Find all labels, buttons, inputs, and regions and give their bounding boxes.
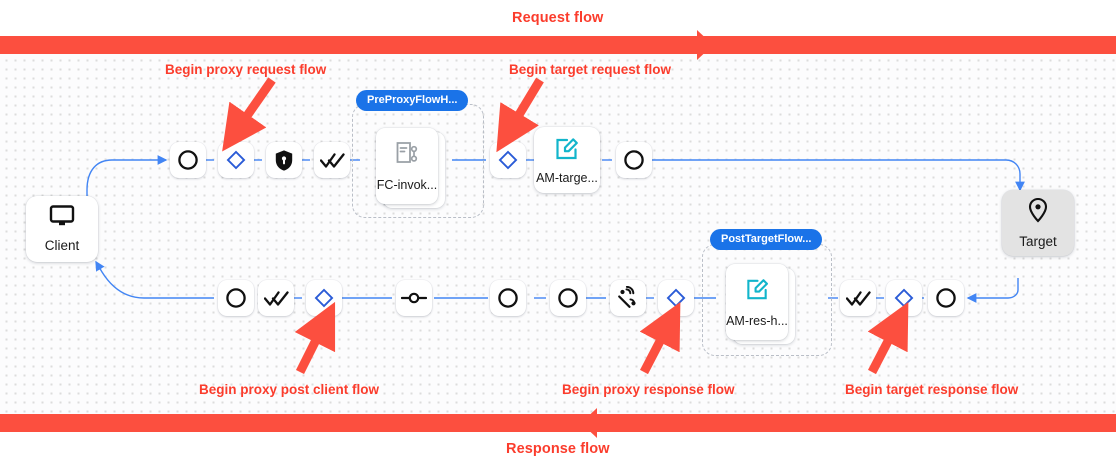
node-request-checks[interactable] xyxy=(314,142,350,178)
node-request-end[interactable] xyxy=(616,142,652,178)
flow-callout-icon xyxy=(394,140,420,171)
target-endpoint-node[interactable]: Target xyxy=(1002,190,1074,256)
dot-grid-background xyxy=(0,54,1116,414)
diamond-icon xyxy=(226,150,246,170)
annotation-begin-target-response-flow: Begin target response flow xyxy=(845,382,1019,397)
node-begin-target-request-flow[interactable] xyxy=(490,142,526,178)
shield-lock-icon xyxy=(274,149,294,172)
node-security[interactable] xyxy=(266,142,302,178)
diamond-icon xyxy=(666,288,686,308)
annotation-begin-proxy-request-flow: Begin proxy request flow xyxy=(165,62,327,77)
client-endpoint-label: Client xyxy=(44,238,80,254)
response-flow-arrow-icon xyxy=(581,408,597,438)
node-begin-target-response-flow[interactable] xyxy=(886,280,922,316)
node-response-mid-a[interactable] xyxy=(490,280,526,316)
request-flow-arrow-icon xyxy=(697,30,713,60)
double-check-icon xyxy=(319,152,345,169)
request-flow-bar xyxy=(0,36,1116,54)
annotation-begin-target-request-flow: Begin target request flow xyxy=(509,62,672,77)
circle-icon xyxy=(177,149,199,171)
edit-square-icon xyxy=(745,277,770,307)
node-begin-proxy-post-client-flow[interactable] xyxy=(306,280,342,316)
circle-icon xyxy=(497,287,519,309)
node-begin-proxy-request-flow[interactable] xyxy=(218,142,254,178)
policy-card-front-layer[interactable]: AM-res-h... xyxy=(726,264,788,340)
policy-card-fc-invoke[interactable]: FC-invok... xyxy=(376,128,445,208)
diamond-icon xyxy=(498,150,518,170)
target-endpoint-label: Target xyxy=(1019,234,1057,250)
inline-node-icon xyxy=(401,291,427,305)
node-response-inline-marker[interactable] xyxy=(396,280,432,316)
circle-icon xyxy=(225,287,247,309)
double-check-icon xyxy=(263,290,289,307)
monitor-icon xyxy=(49,205,75,232)
node-begin-proxy-response-flow[interactable] xyxy=(658,280,694,316)
diamond-icon xyxy=(894,288,914,308)
circle-icon xyxy=(935,287,957,309)
node-request-start[interactable] xyxy=(170,142,206,178)
diamond-icon xyxy=(314,288,334,308)
policy-node-am-target-label: AM-targe... xyxy=(536,170,598,185)
edit-square-icon xyxy=(554,136,580,167)
policy-card-am-res-h-label: AM-res-h... xyxy=(726,313,788,328)
node-response-post-client-checks[interactable] xyxy=(258,280,294,316)
circle-icon xyxy=(623,149,645,171)
node-response-target-start[interactable] xyxy=(928,280,964,316)
location-pin-icon xyxy=(1027,197,1049,228)
policy-card-front-layer[interactable]: FC-invok... xyxy=(376,128,438,204)
circle-icon xyxy=(557,287,579,309)
double-check-icon xyxy=(845,290,871,307)
policy-card-am-res-h[interactable]: AM-res-h... xyxy=(726,264,795,344)
group-posttarget-flow-pill[interactable]: PostTargetFlow... xyxy=(710,229,823,250)
node-response-target-checks[interactable] xyxy=(840,280,876,316)
response-flow-bar xyxy=(0,414,1116,432)
policy-card-fc-invoke-label: FC-invok... xyxy=(376,178,438,193)
node-response-broadcast[interactable] xyxy=(610,280,646,316)
broadcast-icon xyxy=(616,286,640,310)
node-response-mid-b[interactable] xyxy=(550,280,586,316)
request-flow-label: Request flow xyxy=(512,10,604,26)
client-endpoint-node[interactable]: Client xyxy=(26,196,98,262)
annotation-begin-proxy-response-flow: Begin proxy response flow xyxy=(562,382,735,397)
response-flow-label: Response flow xyxy=(506,441,610,457)
policy-node-am-target[interactable]: AM-targe... xyxy=(534,127,600,193)
group-preproxy-flow-pill[interactable]: PreProxyFlowH... xyxy=(356,90,469,111)
node-response-post-client-start[interactable] xyxy=(218,280,254,316)
annotation-begin-proxy-post-client-flow: Begin proxy post client flow xyxy=(199,382,380,397)
